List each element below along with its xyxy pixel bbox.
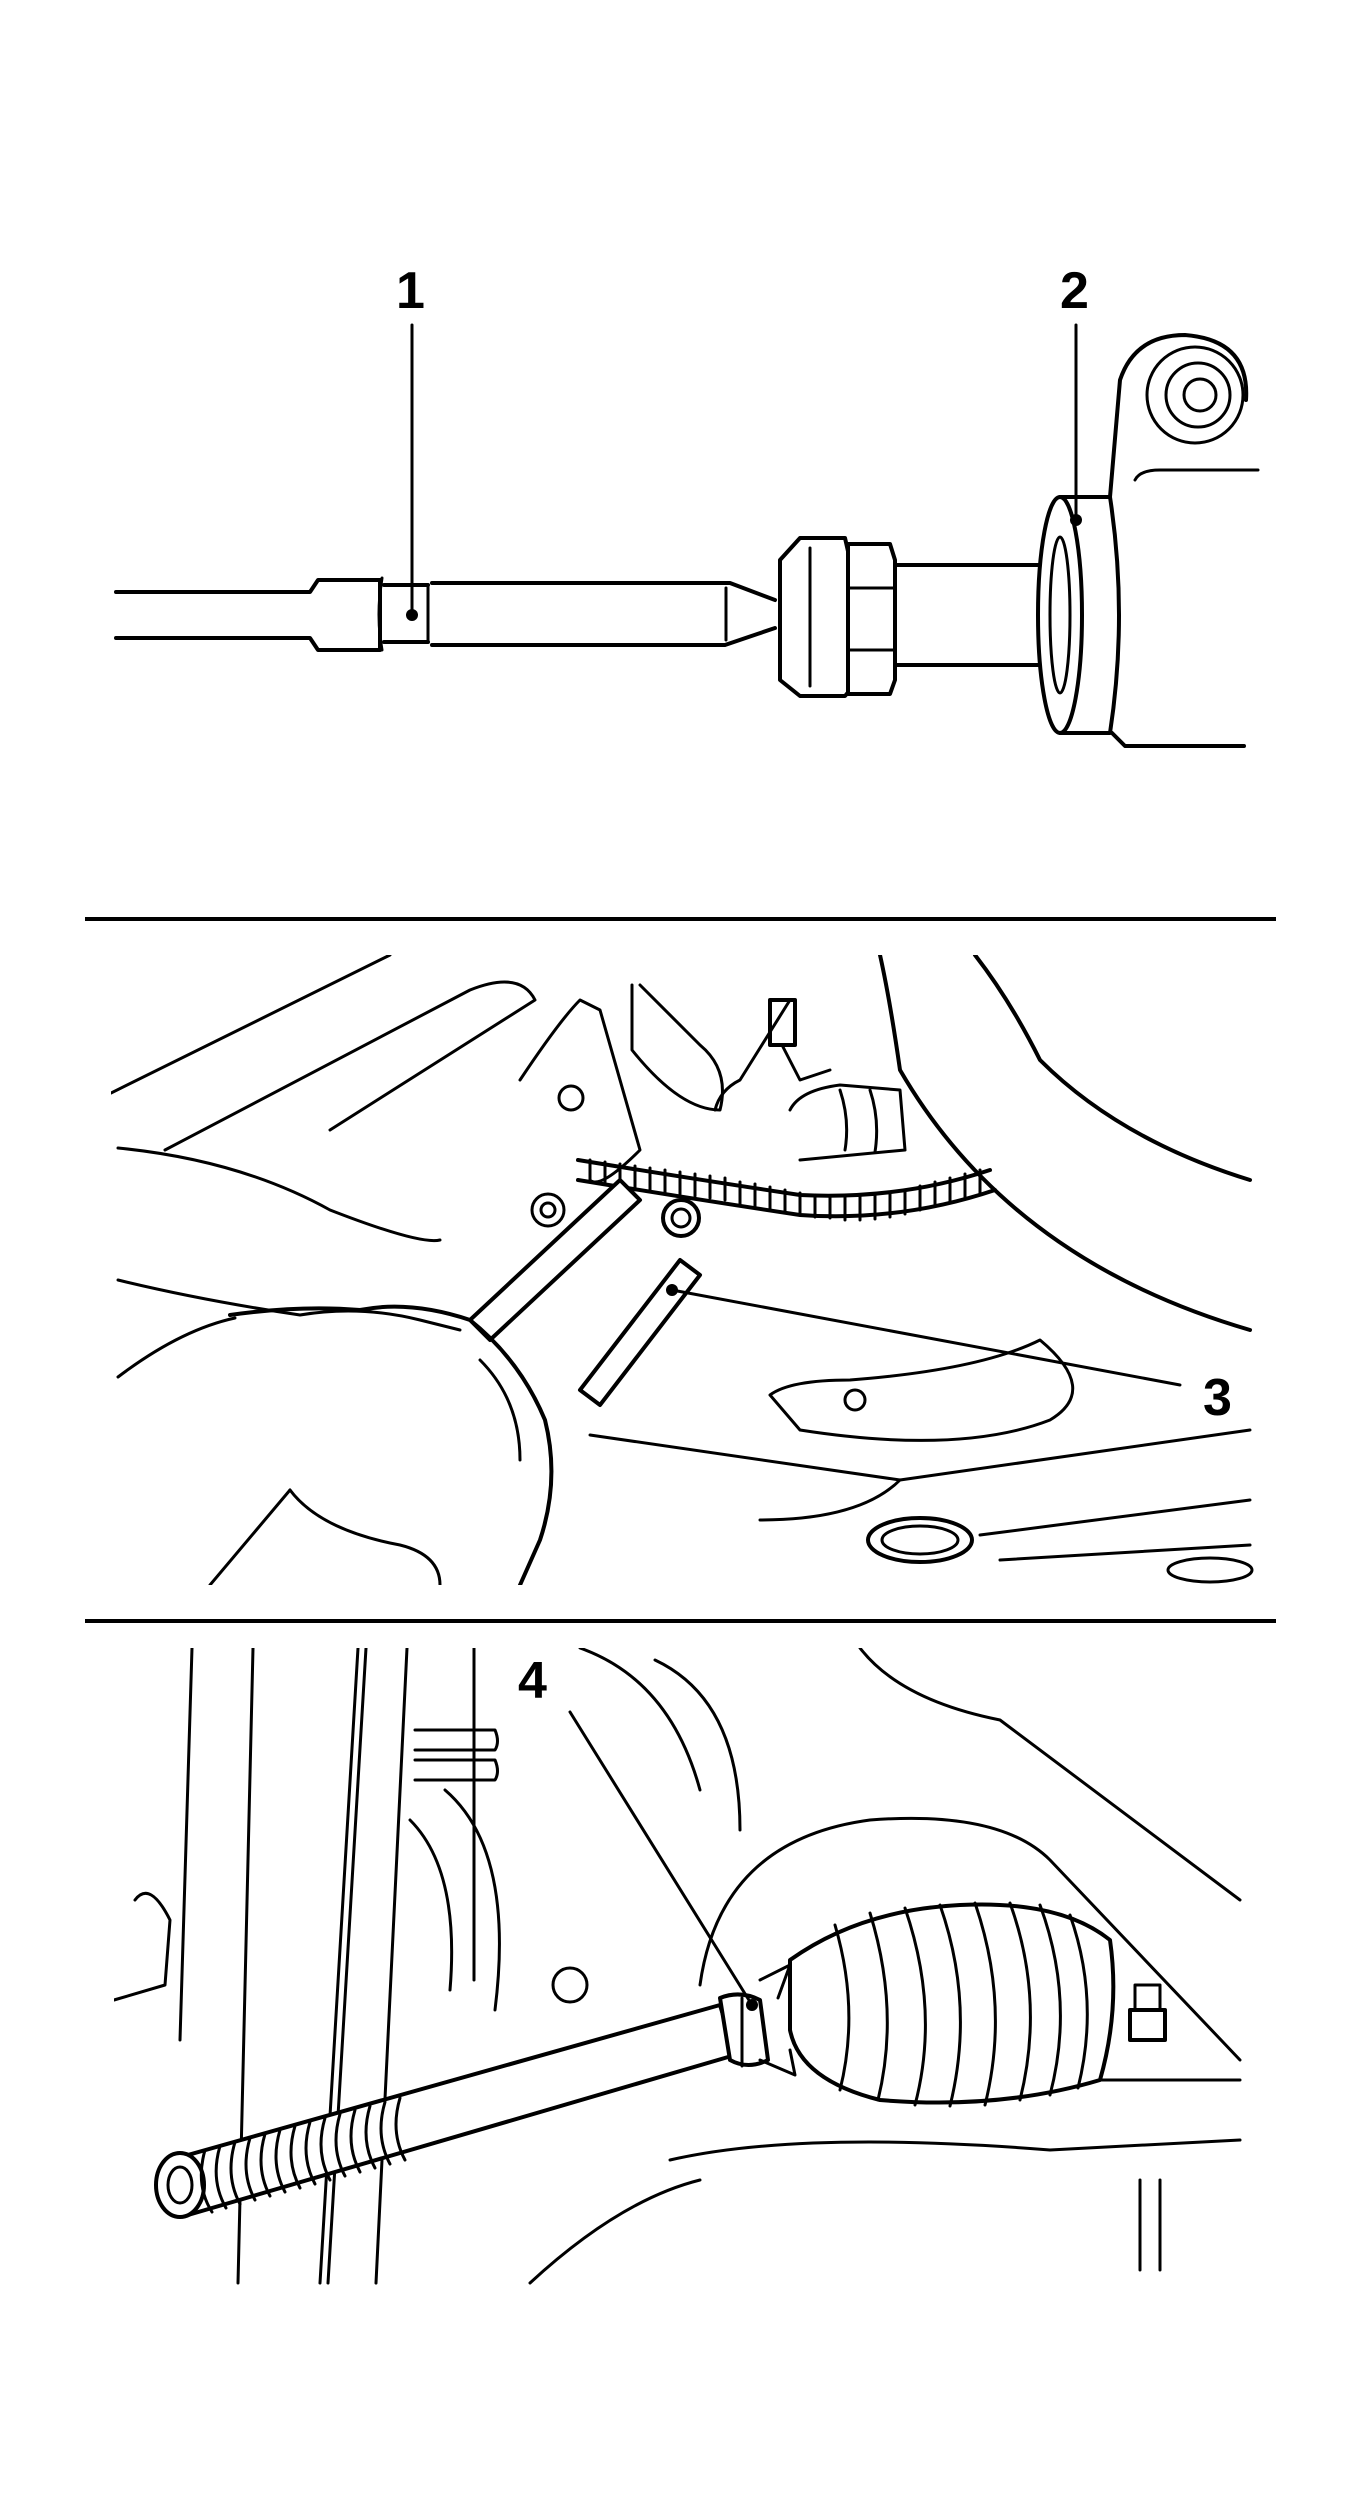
leader-dot-1 <box>406 609 418 621</box>
callout-4: 4 <box>518 1652 547 1710</box>
leader-line-4 <box>568 1710 754 2007</box>
leader-dot-3 <box>666 1284 678 1296</box>
callout-2: 2 <box>1060 262 1089 320</box>
leader-line-3 <box>670 1288 1182 1387</box>
leader-dot-2 <box>1070 514 1082 526</box>
panel-2-wrench <box>111 955 1254 1585</box>
callout-1: 1 <box>396 262 425 320</box>
panel-1-tie-rod <box>114 323 1260 748</box>
callout-3: 3 <box>1203 1369 1232 1427</box>
leader-dot-4 <box>746 1999 758 2011</box>
panel-3-boot <box>114 1648 1242 2285</box>
